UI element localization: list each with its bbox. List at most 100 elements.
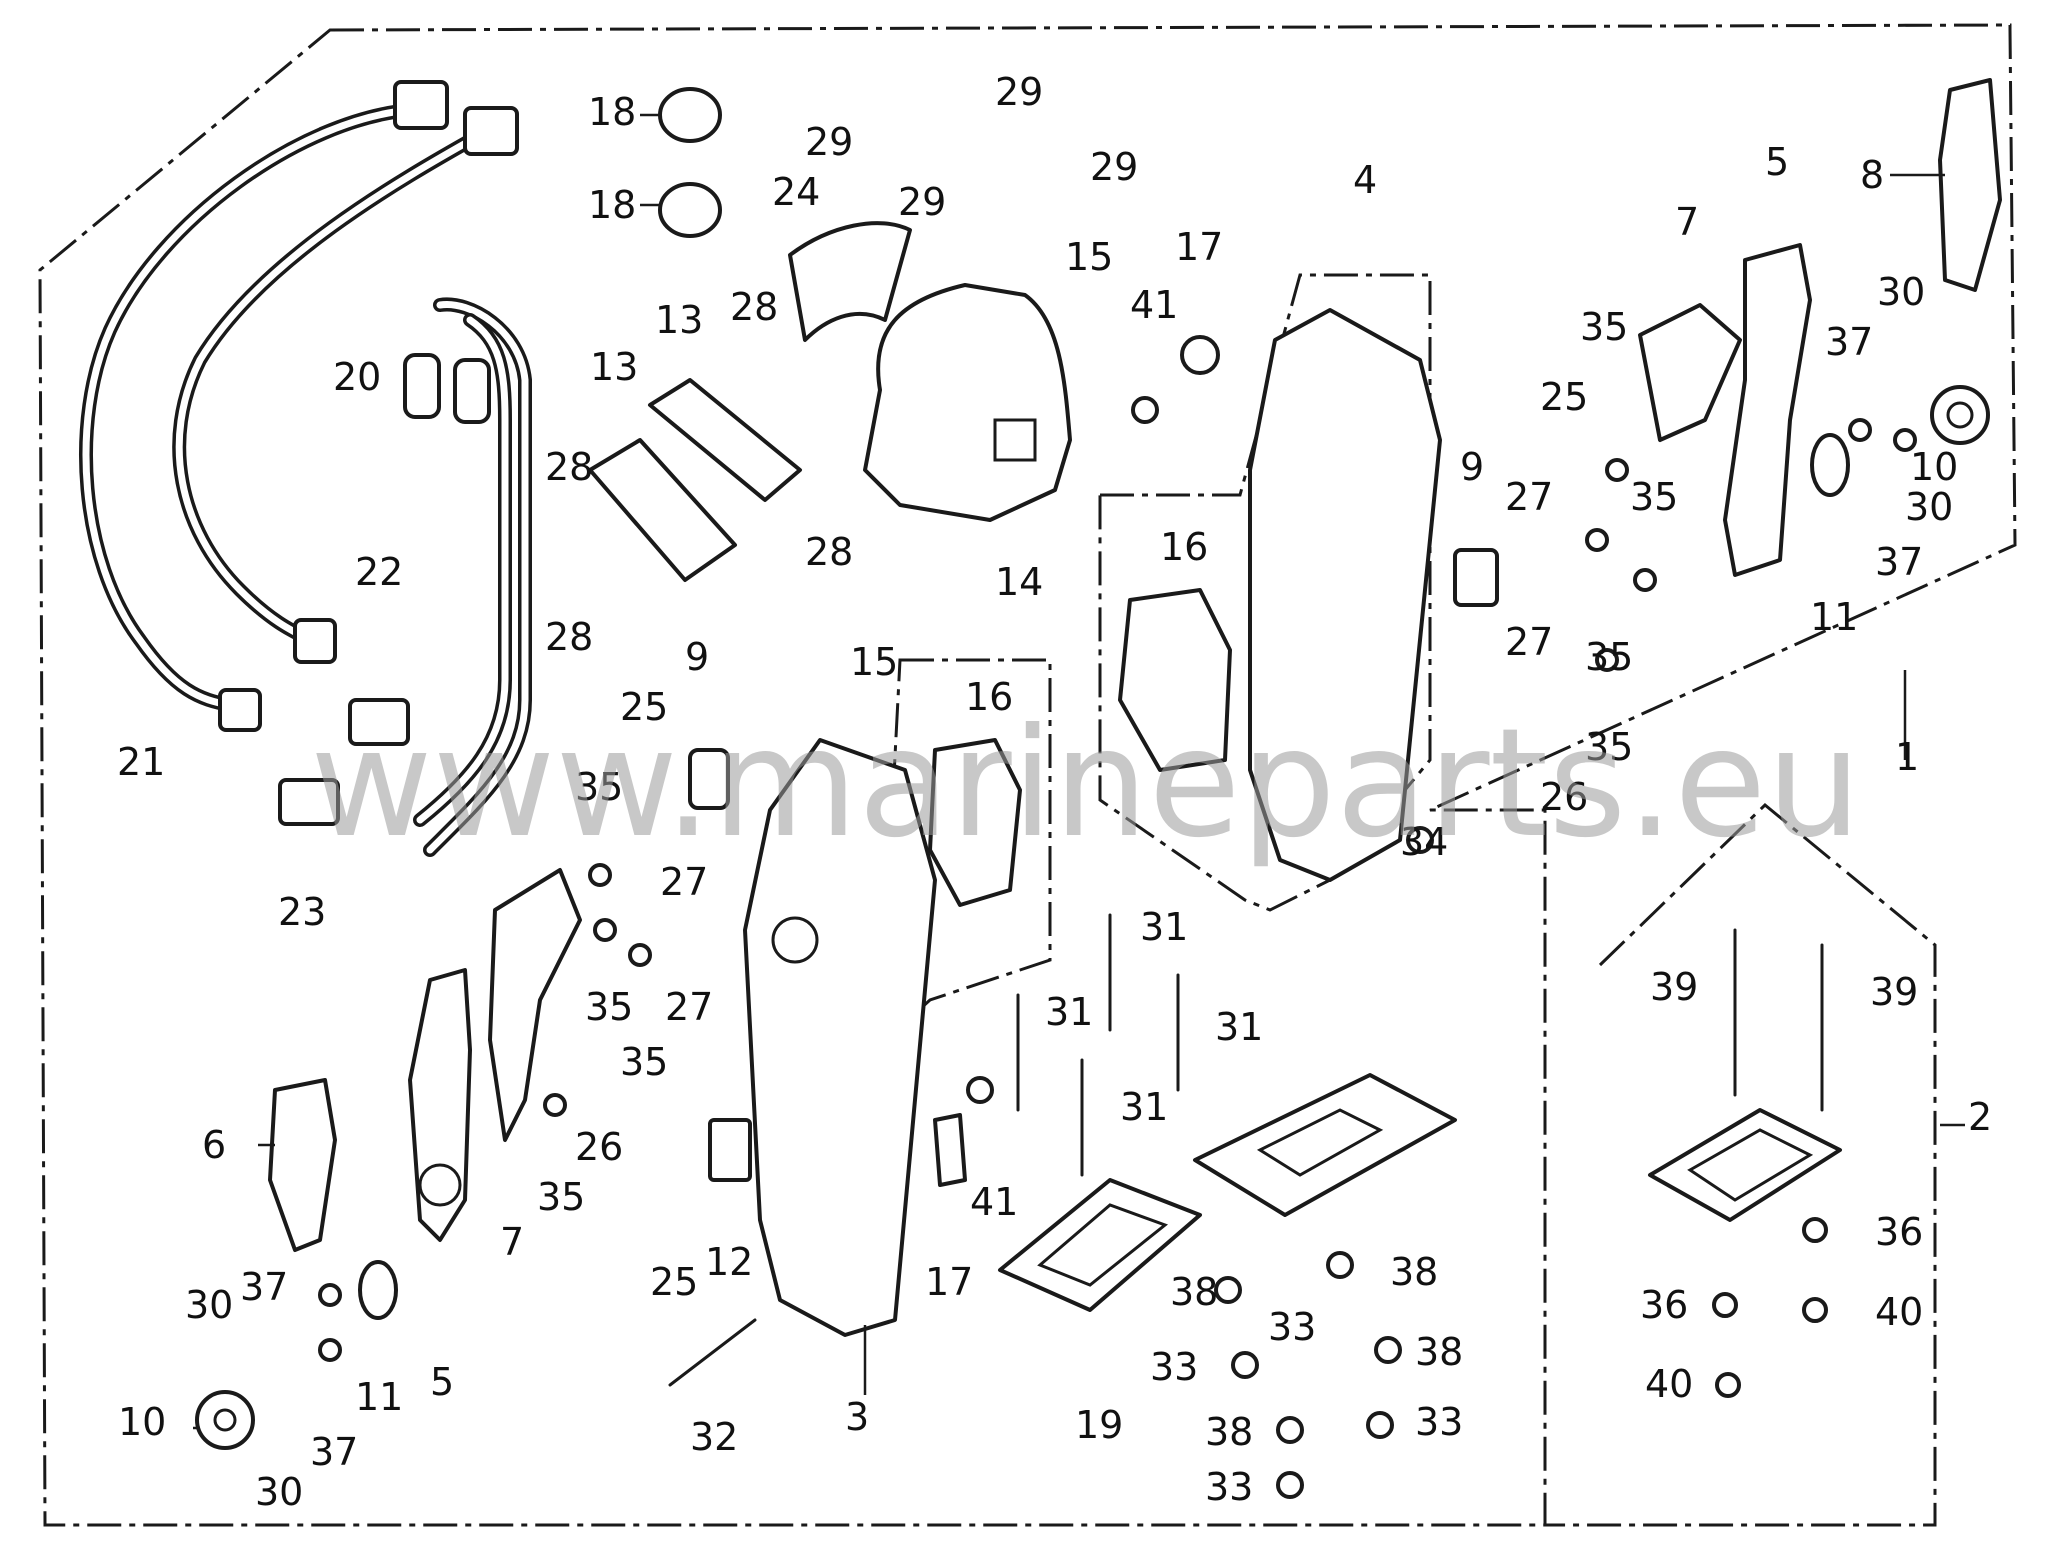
callout-33: 33: [1415, 1400, 1463, 1444]
callout-labels: 1 2 3 4 5 5 6 7 7 8 9 9 10 10 11 11 12 1…: [117, 70, 1992, 1514]
callout-17: 17: [925, 1260, 973, 1304]
housing-part-14: [863, 283, 1072, 522]
bolt-part-32: [668, 1318, 757, 1387]
callout-2: 2: [1968, 1095, 1992, 1139]
callout-9: 9: [685, 635, 709, 679]
callout-35: 35: [1580, 305, 1628, 349]
callout-17: 17: [1175, 225, 1223, 269]
callout-18: 18: [588, 183, 636, 227]
callout-35: 35: [1585, 725, 1633, 769]
callout-41: 41: [970, 1180, 1018, 1224]
cap-part-9-lower: [688, 748, 730, 810]
callout-19: 19: [1075, 1403, 1123, 1447]
callout-29: 29: [1090, 145, 1138, 189]
callout-27: 27: [1505, 620, 1553, 664]
callout-23: 23: [278, 890, 326, 934]
bolts-part-31: [1016, 913, 1180, 1177]
arm-part-5-right: [1723, 243, 1812, 577]
cover-part-24: [788, 221, 912, 342]
knob-part-18: [658, 87, 722, 238]
callout-38: 38: [1205, 1410, 1253, 1454]
callout-38: 38: [1390, 1250, 1438, 1294]
plate-part-12: [708, 1118, 752, 1182]
frame-part-2: [1648, 1108, 1842, 1222]
callout-27: 27: [665, 985, 713, 1029]
callout-24: 24: [772, 170, 820, 214]
callout-16: 16: [965, 675, 1013, 719]
callout-37: 37: [1875, 540, 1923, 584]
callout-26: 26: [1540, 775, 1588, 819]
gasket-part-16-upper: [1118, 588, 1232, 772]
callout-40: 40: [1645, 1362, 1693, 1406]
callout-30: 30: [185, 1283, 233, 1327]
callout-35: 35: [585, 985, 633, 1029]
callout-11: 11: [355, 1375, 403, 1419]
assembly-boundary-2: [1545, 802, 1937, 1527]
callout-38: 38: [1415, 1330, 1463, 1374]
callout-29: 29: [898, 180, 946, 224]
callout-11: 11: [1810, 595, 1858, 639]
frame-part-19: [998, 1178, 1202, 1312]
callout-10: 10: [118, 1400, 166, 1444]
watermark-text: www.marineparts.eu: [310, 697, 1862, 871]
callout-28: 28: [545, 445, 593, 489]
callout-39: 39: [1650, 965, 1698, 1009]
clip-part-17-lower: [933, 1113, 967, 1187]
gasket-part-16-lower: [928, 738, 1022, 907]
callout-15: 15: [850, 640, 898, 684]
callout-30: 30: [1905, 485, 1953, 529]
callout-12: 12: [705, 1240, 753, 1284]
handle-part-8: [1938, 78, 2002, 292]
callout-8: 8: [1860, 153, 1884, 197]
housing-part-3: [743, 738, 937, 1337]
lever-part-7-left: [488, 868, 582, 1142]
washer-part-11-left: [358, 1260, 398, 1320]
callout-35: 35: [620, 1040, 668, 1084]
callout-30: 30: [255, 1470, 303, 1514]
callout-5: 5: [430, 1360, 454, 1404]
cap-part-9-upper: [1453, 548, 1499, 607]
callout-25: 25: [650, 1260, 698, 1304]
washer-part-10-left: [195, 1390, 255, 1450]
housing-part-4: [1248, 308, 1442, 882]
callout-37: 37: [310, 1430, 358, 1474]
bracket-part-13: [588, 378, 802, 582]
callout-30: 30: [1877, 270, 1925, 314]
leader-lines: [193, 113, 1965, 1430]
callout-10: 10: [1910, 445, 1958, 489]
callout-28: 28: [805, 530, 853, 574]
callout-25: 25: [620, 685, 668, 729]
callout-13: 13: [590, 345, 638, 389]
callout-31: 31: [1120, 1085, 1168, 1129]
callout-26: 26: [575, 1125, 623, 1169]
small-fasteners: [318, 396, 1917, 1499]
callout-1: 1: [1895, 735, 1919, 779]
callout-41: 41: [1130, 283, 1178, 327]
cover-part-6: [268, 1078, 337, 1252]
washer-part-11-right: [1810, 433, 1850, 497]
callout-34: 34: [1400, 820, 1448, 864]
callout-15: 15: [1065, 235, 1113, 279]
callout-22: 22: [355, 550, 403, 594]
callout-25: 25: [1540, 375, 1588, 419]
callout-39: 39: [1870, 970, 1918, 1014]
callout-32: 32: [690, 1415, 738, 1459]
callout-7: 7: [500, 1220, 524, 1264]
callout-13: 13: [655, 298, 703, 342]
callout-3: 3: [845, 1395, 869, 1439]
callout-21: 21: [117, 740, 165, 784]
callout-9: 9: [1460, 445, 1484, 489]
cable-harness-22-23: [278, 297, 532, 857]
callout-37: 37: [1825, 320, 1873, 364]
gasket-plate: [1193, 1073, 1457, 1217]
lever-part-7-right: [1638, 303, 1742, 442]
clip-part-17-upper: [1180, 335, 1220, 375]
callout-31: 31: [1045, 990, 1093, 1034]
callout-31: 31: [1140, 905, 1188, 949]
callout-4: 4: [1353, 158, 1377, 202]
callout-38: 38: [1170, 1270, 1218, 1314]
callout-33: 33: [1268, 1305, 1316, 1349]
bolts-part-39: [1733, 928, 1824, 1112]
callout-29: 29: [805, 120, 853, 164]
